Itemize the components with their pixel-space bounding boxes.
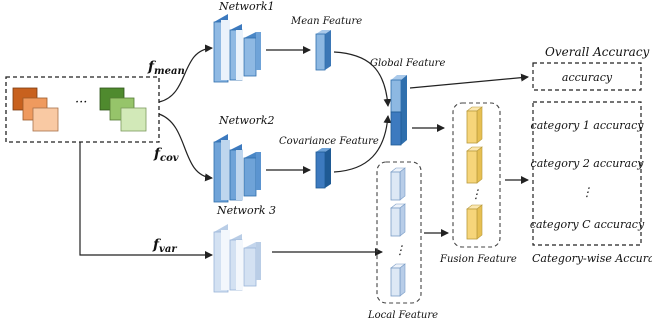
- input-arrows: [79, 44, 213, 259]
- overall-accuracy-box: [532, 62, 642, 91]
- overall-accuracy-value: accuracy: [562, 71, 613, 84]
- category-ellipsis: ⋮: [581, 185, 593, 199]
- category-accuracy-title: Category-wise Accuracy: [532, 252, 652, 265]
- global-feature-vector: [390, 75, 407, 146]
- covariance-feature-label: Covariance Feature: [279, 136, 379, 147]
- label-f-mean: fmean: [147, 59, 185, 77]
- network3-block: [213, 224, 261, 293]
- covariance-feature-vector: [315, 148, 331, 189]
- category-2-accuracy: category 2 accuracy: [531, 157, 645, 170]
- global-output-arrows: [409, 73, 529, 132]
- local-feature-label: Local Feature: [367, 310, 438, 321]
- network2-title: Network2: [218, 114, 275, 127]
- orange-image-3: [32, 107, 59, 132]
- network3-title: Network 3: [216, 204, 276, 217]
- category-c-accuracy: category C accuracy: [530, 218, 645, 231]
- arrow-to-network3: [79, 142, 213, 259]
- input-box: [5, 76, 160, 143]
- global-merge-arrows: [333, 51, 392, 173]
- input-group: ···: [5, 76, 160, 143]
- label-f-var: fvar: [152, 237, 177, 255]
- network-output-arrows: [266, 46, 383, 256]
- local-feature-vectors: [390, 167, 406, 297]
- label-f-cov: fcov: [153, 146, 179, 164]
- global-feature-label: Global Feature: [370, 58, 445, 69]
- category-1-accuracy: category 1 accuracy: [531, 119, 645, 132]
- arrow-to-network1: [158, 44, 213, 103]
- arrow-to-network2: [158, 113, 213, 182]
- fusion-feature-ellipsis: ⋮: [470, 187, 482, 201]
- input-ellipsis: ···: [75, 95, 87, 110]
- fusion-feature-label: Fusion Feature: [439, 254, 517, 265]
- local-feature-ellipsis: ⋮: [394, 243, 406, 257]
- network1-title: Network1: [218, 0, 275, 13]
- mean-feature-label: Mean Feature: [290, 16, 362, 27]
- local-feature-box: [376, 161, 422, 304]
- fusion-feature-vectors: [466, 106, 483, 240]
- mean-feature-vector: [315, 30, 331, 71]
- fusion-feature-box: [452, 102, 501, 248]
- network2-block: [213, 134, 261, 203]
- network1-block: [213, 14, 261, 83]
- category-accuracy-box: [532, 101, 642, 246]
- green-image-3: [120, 107, 147, 132]
- overall-accuracy-title: Overall Accuracy: [545, 45, 650, 59]
